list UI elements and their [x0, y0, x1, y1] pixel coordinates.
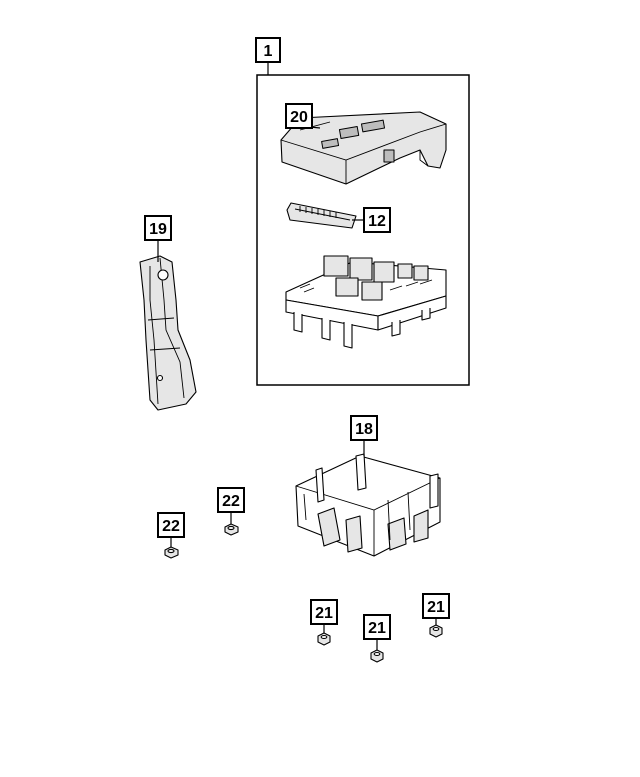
callout-22-b[interactable]: 22 — [157, 512, 185, 538]
nut-22-a — [224, 523, 239, 536]
svg-text:20: 20 — [290, 109, 308, 126]
svg-text:1: 1 — [264, 43, 273, 60]
callout-18[interactable]: 18 — [350, 415, 378, 441]
bracket-trim — [139, 255, 197, 411]
callout-22-a[interactable]: 22 — [217, 487, 245, 513]
svg-text:18: 18 — [355, 421, 373, 438]
svg-text:21: 21 — [427, 599, 445, 616]
nut-21-c — [429, 624, 443, 638]
fuse-label-strip — [286, 202, 357, 229]
svg-text:12: 12 — [368, 213, 386, 230]
svg-text:21: 21 — [368, 620, 386, 637]
fuse-box-tray — [295, 453, 441, 557]
callout-1[interactable]: 1 — [255, 37, 281, 63]
svg-text:19: 19 — [149, 221, 167, 238]
callout-12[interactable]: 12 — [363, 207, 391, 233]
assembly-frame — [256, 74, 470, 386]
callout-20[interactable]: 20 — [285, 103, 313, 129]
nut-21-b — [370, 649, 384, 663]
nut-21-a — [317, 632, 331, 646]
callout-21-b[interactable]: 21 — [363, 614, 391, 640]
callout-21-a[interactable]: 21 — [310, 599, 338, 625]
svg-text:22: 22 — [222, 493, 240, 510]
callout-19[interactable]: 19 — [144, 215, 172, 241]
callout-21-c[interactable]: 21 — [422, 593, 450, 619]
fuse-relay-center — [285, 255, 447, 349]
nut-22-b — [164, 546, 179, 559]
svg-text:21: 21 — [315, 605, 333, 622]
svg-text:22: 22 — [162, 518, 180, 535]
